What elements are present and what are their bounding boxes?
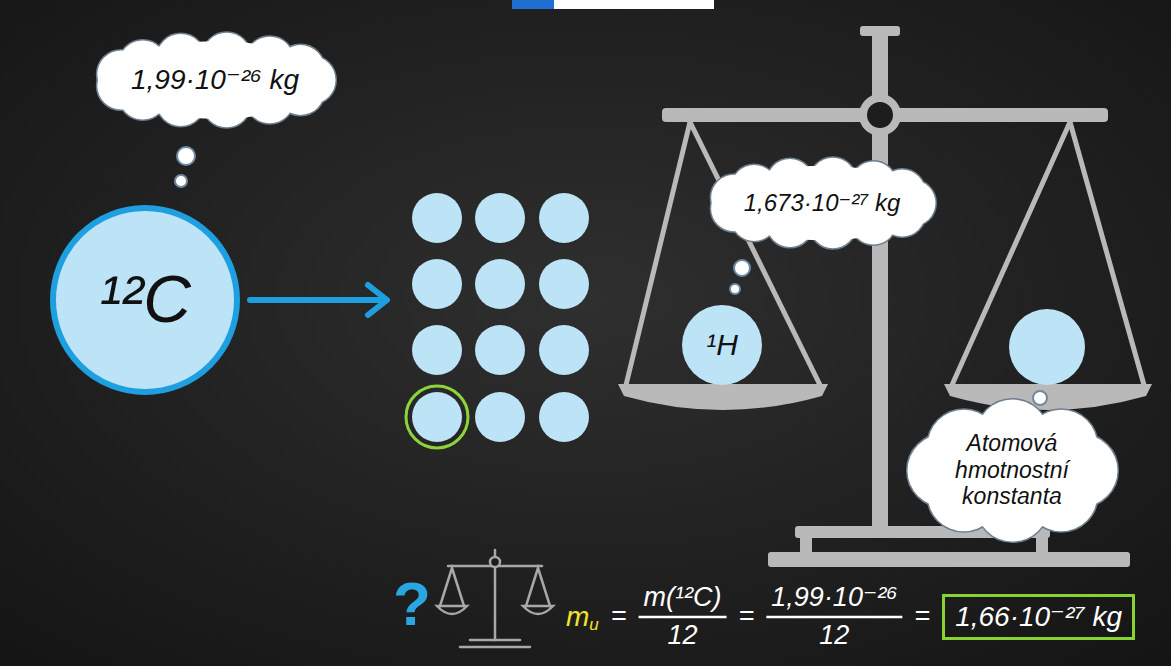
fraction-numerator: 1,99·10⁻²⁶	[771, 582, 897, 613]
atom-symbol: ¹²C	[99, 262, 191, 338]
result-box: 1,66·10⁻²⁷ kg	[942, 594, 1135, 640]
cloud-border	[907, 399, 1117, 541]
equals-sign: =	[739, 601, 755, 632]
cloud-border	[97, 33, 335, 128]
cloud-fill	[97, 33, 335, 128]
question-mark: ?	[393, 568, 431, 639]
reference-particle	[1009, 309, 1085, 385]
thought-bubbles	[175, 147, 1047, 405]
cloud-border	[711, 158, 935, 249]
cloud-fill	[907, 399, 1117, 541]
thought-cloud: 1,673·10⁻²⁷ kg	[707, 156, 937, 250]
nucleon-grid	[412, 193, 589, 442]
scale-icon	[437, 550, 553, 647]
cloud-fill	[711, 158, 935, 249]
atom-symbol: ¹H	[706, 328, 738, 363]
top-strip	[512, 0, 554, 9]
top-strip	[554, 0, 714, 9]
fraction-numerator: m(¹²C)	[644, 582, 722, 613]
highlight-ring	[406, 386, 468, 448]
thought-cloud: 1,99·10⁻²⁶ kg	[93, 31, 337, 129]
fraction-bar	[639, 616, 727, 619]
balance-scale	[618, 26, 1152, 567]
mass-value: 1,673·10⁻²⁷ kg	[744, 189, 901, 217]
thought-cloud: Atomová hmotnostní konstanta	[906, 398, 1119, 543]
constant-name: Atomová hmotnostní konstanta	[955, 430, 1069, 509]
equals-sign: =	[611, 601, 627, 632]
fraction-bar	[766, 616, 902, 619]
mass-value: 1,99·10⁻²⁶ kg	[131, 64, 299, 96]
mass-symbol: m	[566, 601, 589, 633]
fraction-denominator: 12	[668, 620, 698, 651]
carbon-atom: ¹²C	[50, 205, 240, 395]
result-value: 1,66·10⁻²⁷ kg	[955, 601, 1122, 633]
fraction-denominator: 12	[819, 620, 849, 651]
mass-subscript: u	[589, 615, 598, 635]
equals-sign: =	[914, 601, 930, 632]
hydrogen-atom: ¹H	[682, 305, 762, 385]
arrow	[250, 285, 387, 315]
